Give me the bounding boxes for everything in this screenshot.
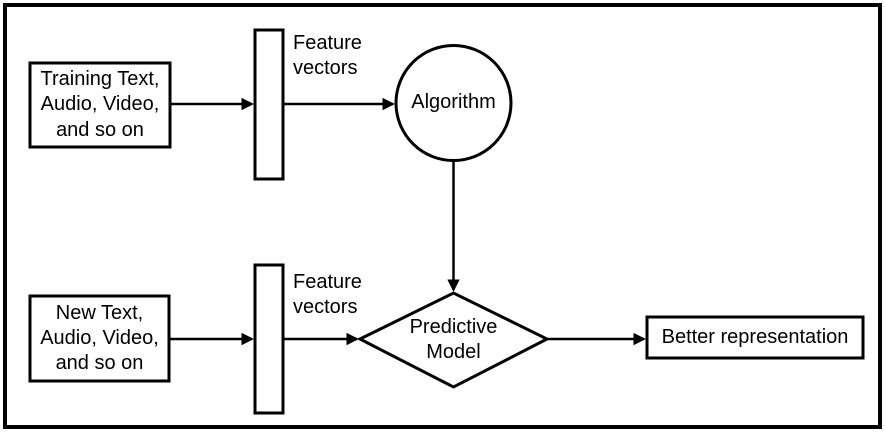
feature-vectors-top-label: Feature vectors [293, 32, 362, 80]
predictive-model-diamond [356, 291, 551, 389]
feature-vector-bar-bottom [253, 263, 285, 415]
better-representation-label: Better representation [661, 325, 849, 348]
new-input-label: New Text, Audio, Video, and so on [40, 301, 159, 375]
training-input-box [28, 61, 172, 149]
training-input-label: Training Text, Audio, Video, and so on [40, 68, 160, 141]
algorithm-label: Algorithm [411, 91, 496, 114]
outer-frame-border [3, 3, 882, 429]
algorithm-circle [394, 44, 513, 162]
predictive-model-label: Predictive Model [409, 315, 498, 363]
feature-vectors-bottom-label: Feature vectors [293, 271, 362, 319]
better-representation-box [645, 315, 865, 360]
feature-vector-bar-top [253, 28, 285, 181]
